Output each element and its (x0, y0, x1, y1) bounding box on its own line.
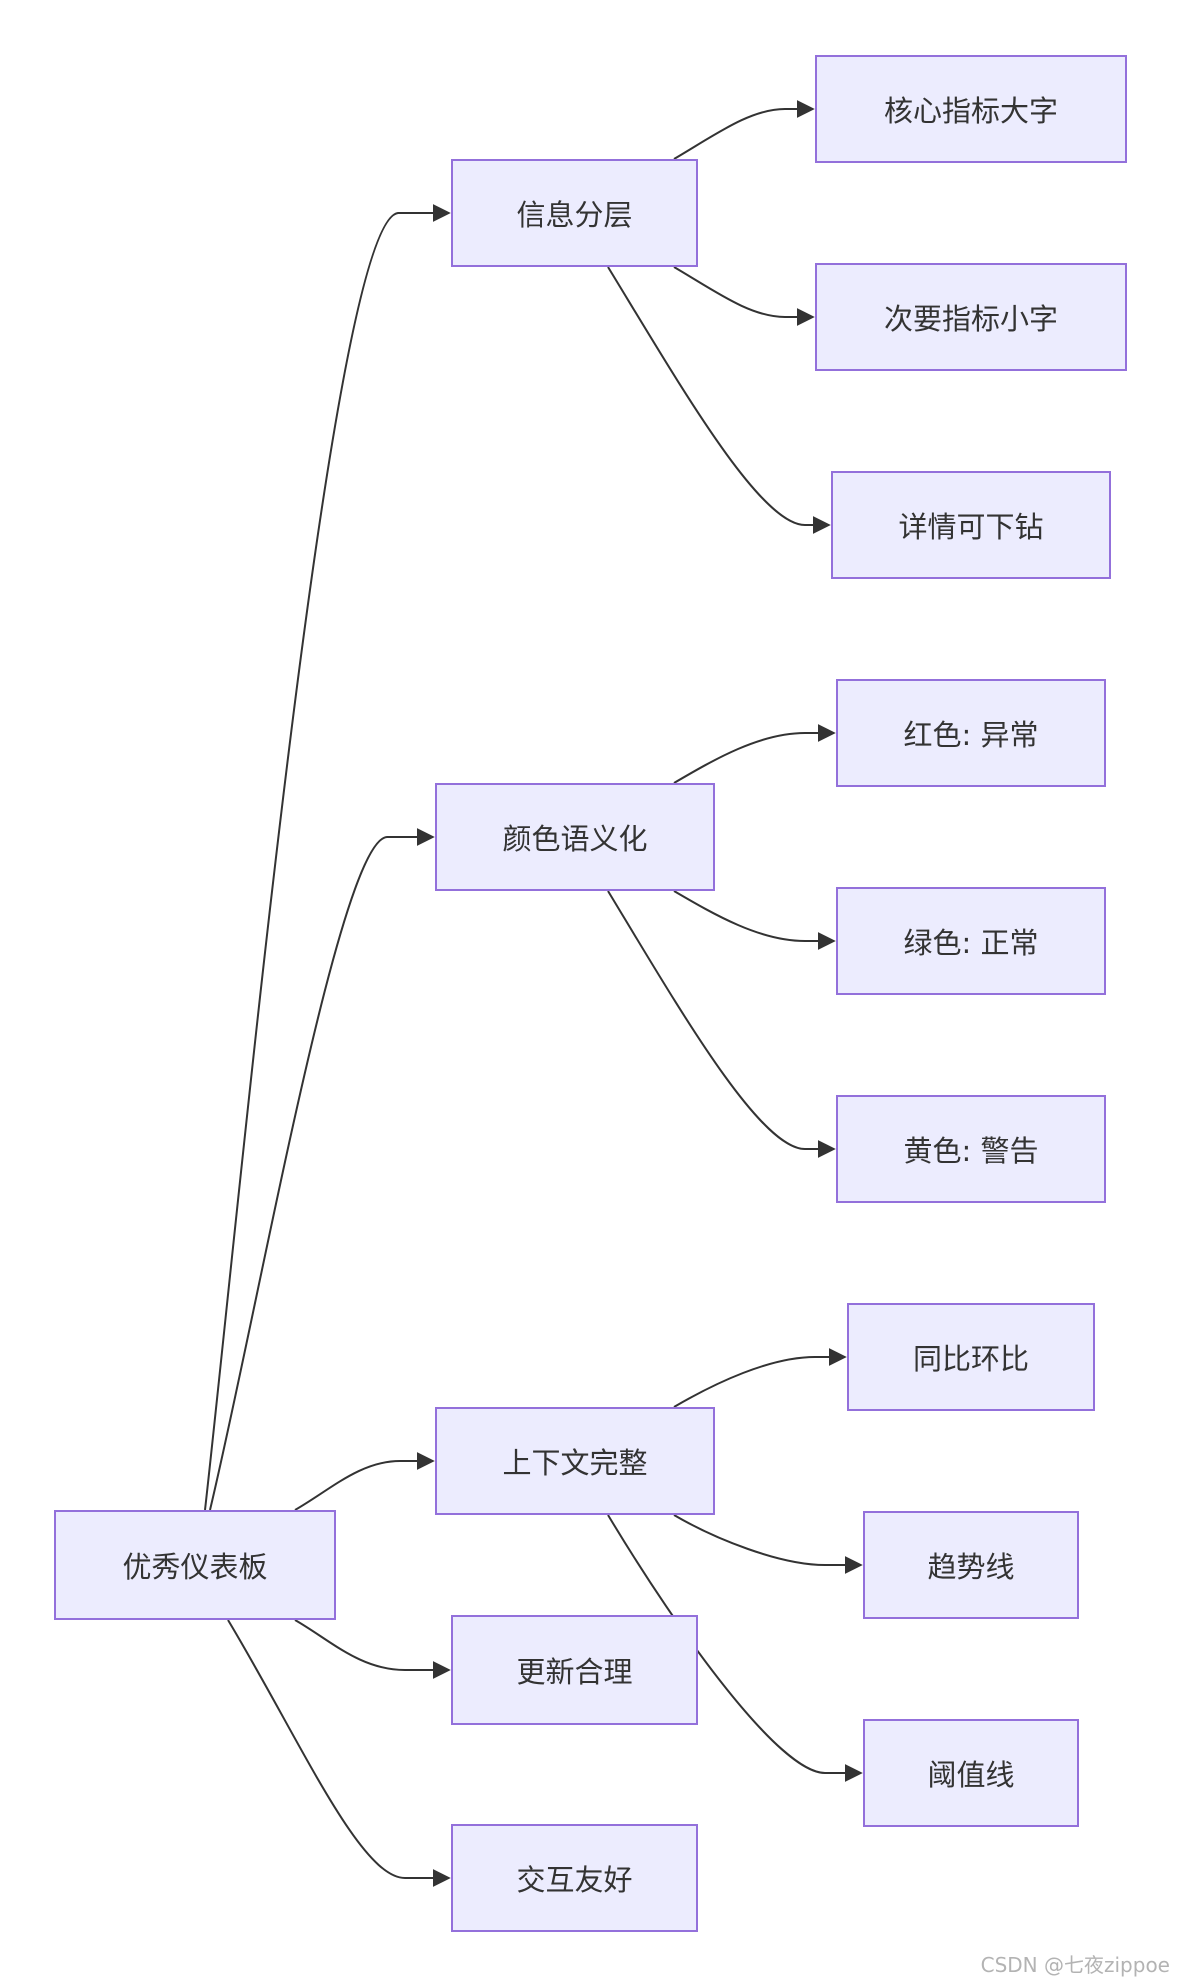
edge-color-semantics-to-yellow-warning (607, 890, 836, 1158)
edge-full-context-to-yoy-mom (673, 1348, 847, 1408)
node-core-metrics-large: 核心指标大字 (815, 55, 1127, 163)
node-red-anomaly: 红色: 异常 (836, 679, 1106, 787)
node-trend-line: 趋势线 (863, 1511, 1079, 1619)
node-yellow-warning: 黄色: 警告 (836, 1095, 1106, 1203)
node-full-context: 上下文完整 (435, 1407, 715, 1515)
edge-info-layering-to-details-drilldown (607, 266, 831, 534)
edge-root-to-full-context (294, 1452, 435, 1511)
node-threshold-line: 阈值线 (863, 1719, 1079, 1827)
edge-root-to-friendly-interaction (227, 1619, 451, 1887)
edge-color-semantics-to-red-anomaly (673, 724, 836, 784)
edge-info-layering-to-secondary-metrics-small (673, 266, 815, 326)
edge-full-context-to-threshold-line (607, 1514, 863, 1782)
node-green-normal: 绿色: 正常 (836, 887, 1106, 995)
edge-root-to-info-layering (204, 204, 451, 1511)
edge-full-context-to-trend-line (673, 1514, 863, 1574)
node-yoy-mom: 同比环比 (847, 1303, 1095, 1411)
node-info-layering: 信息分层 (451, 159, 698, 267)
edge-root-to-color-semantics (209, 828, 435, 1511)
watermark: CSDN @七夜zippoe (980, 1953, 1170, 1977)
node-secondary-metrics-small: 次要指标小字 (815, 263, 1127, 371)
node-friendly-interaction: 交互友好 (451, 1824, 698, 1932)
node-details-drilldown: 详情可下钻 (831, 471, 1111, 579)
node-root: 优秀仪表板 (54, 1510, 336, 1620)
edge-root-to-sensible-updates (294, 1619, 451, 1679)
edge-color-semantics-to-green-normal (673, 890, 836, 950)
edge-info-layering-to-core-metrics-large (673, 100, 815, 160)
node-color-semantics: 颜色语义化 (435, 783, 715, 891)
node-sensible-updates: 更新合理 (451, 1615, 698, 1725)
